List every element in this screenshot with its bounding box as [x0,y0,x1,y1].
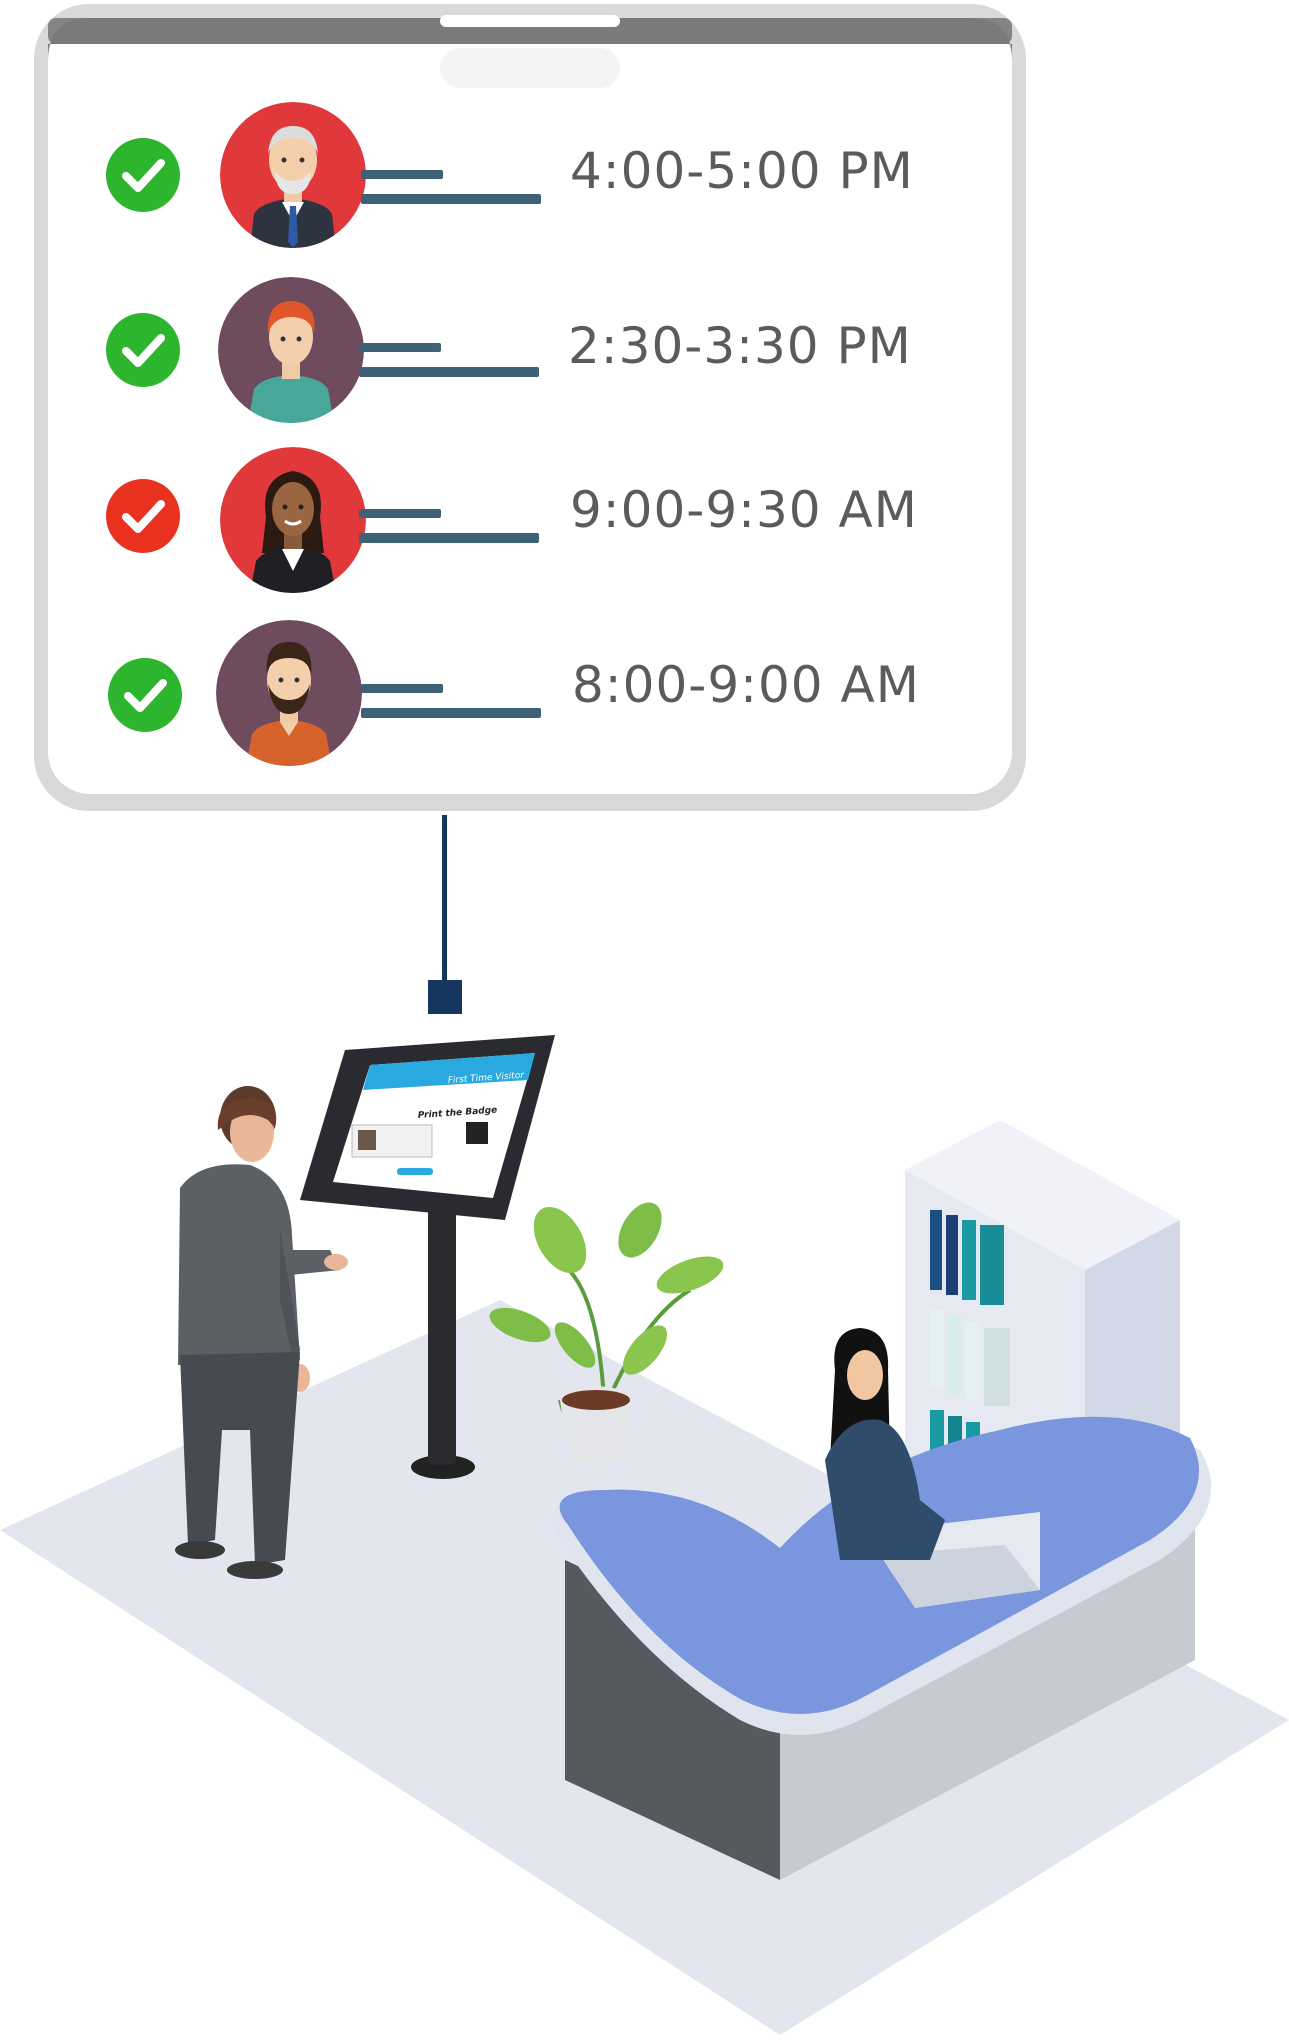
list-item[interactable]: 2:30-3:30 PM [48,277,1008,427]
check-circle-red-icon [106,479,180,553]
reception-scene: First Time Visitor Print the Badge [0,1035,1289,2035]
check-circle-green-icon [106,138,180,212]
appointment-time: 9:00-9:30 AM [570,481,918,539]
desk-top [559,1416,1199,1714]
name-placeholder-lines [359,509,539,549]
name-placeholder-lines [361,170,541,210]
bearded-man-avatar-icon [216,620,362,766]
red-haired-man-avatar-icon [218,277,364,423]
list-item[interactable]: 4:00-5:00 PM [48,102,1008,252]
kiosk-print-button [397,1168,433,1175]
appointment-time: 2:30-3:30 PM [568,317,912,375]
name-placeholder-lines [361,684,541,724]
list-item[interactable]: 8:00-9:00 AM [48,620,1008,770]
visitor-man [175,1086,348,1579]
visitor-kiosk [300,1035,555,1479]
potted-plant [489,1202,724,1468]
connector-cable [428,815,462,1014]
appointment-time: 4:00-5:00 PM [570,142,914,200]
check-circle-green-icon [106,313,180,387]
schedule-list: 4:00-5:00 PM 2:30-3:30 PM [48,42,1008,792]
name-placeholder-lines [359,343,539,383]
appointment-time: 8:00-9:00 AM [572,656,920,714]
woman-avatar-icon [220,447,366,593]
list-item[interactable]: 9:00-9:30 AM [48,447,1008,597]
reception-desk [551,1416,1212,1880]
receptionist [825,1328,945,1560]
elderly-man-avatar-icon [220,102,366,248]
check-circle-green-icon [108,658,182,732]
kiosk-badge-preview [351,1122,488,1175]
